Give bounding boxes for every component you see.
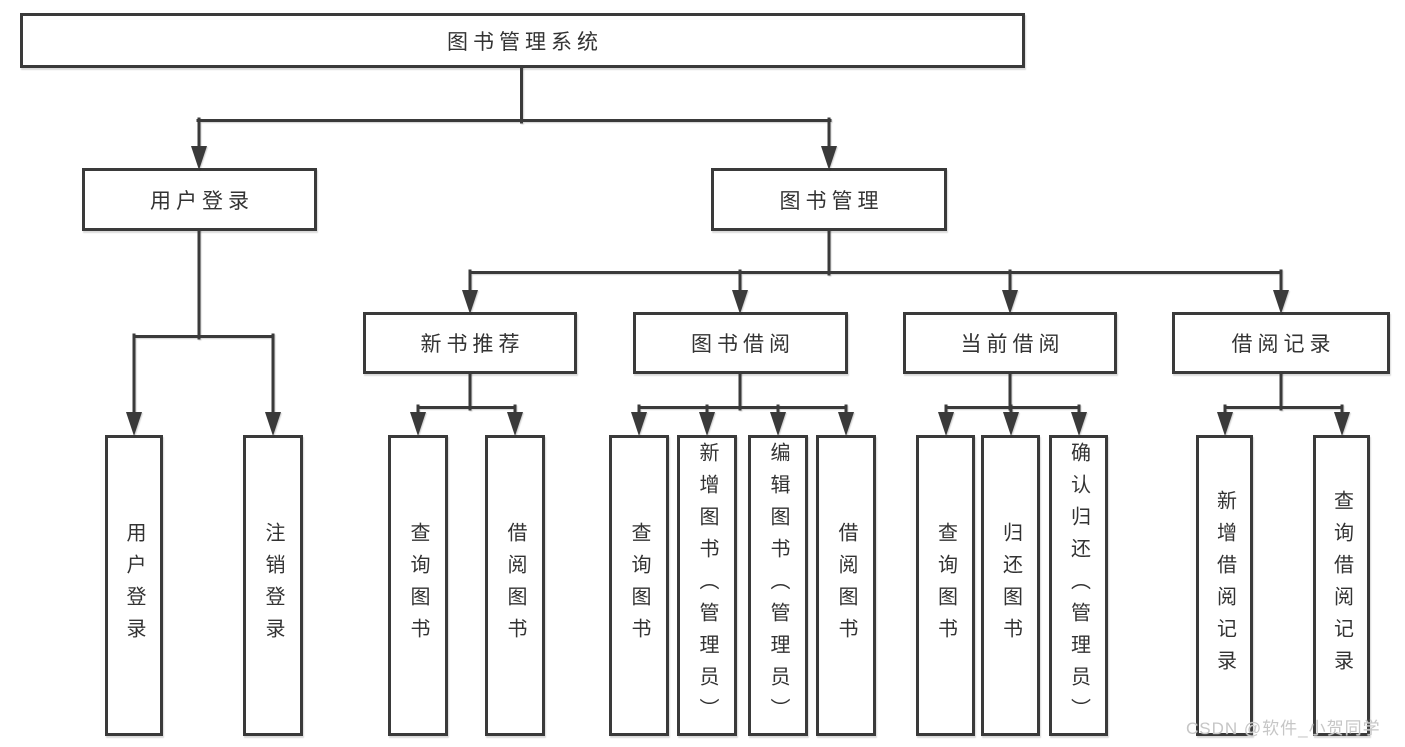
leaf-return-books: 归还图书 xyxy=(981,435,1040,736)
watermark-text: CSDN @软件_小贺同学 xyxy=(1186,719,1381,738)
leaf-query-books-current: 查询图书 xyxy=(916,435,975,736)
leaf-borrow-books-recommend: 借阅图书 xyxy=(485,435,545,736)
node-user-login: 用户登录 xyxy=(82,168,317,231)
leaf-edit-book-admin: 编辑图书（管理员） xyxy=(748,435,808,736)
leaf-add-book-admin: 新增图书（管理员） xyxy=(677,435,737,736)
node-book-management: 图书管理 xyxy=(711,168,947,231)
leaf-query-borrow-record: 查询借阅记录 xyxy=(1313,435,1370,736)
leaf-add-borrow-record: 新增借阅记录 xyxy=(1196,435,1253,736)
node-current-borrowing: 当前借阅 xyxy=(903,312,1117,374)
node-library-management-system: 图书管理系统 xyxy=(20,13,1025,68)
leaf-logout: 注销登录 xyxy=(243,435,303,736)
leaf-user-login: 用户登录 xyxy=(105,435,163,736)
leaf-query-books-recommend: 查询图书 xyxy=(388,435,448,736)
leaf-confirm-return-admin: 确认归还（管理员） xyxy=(1049,435,1108,736)
node-book-borrowing: 图书借阅 xyxy=(633,312,848,374)
leaf-query-books-borrowing: 查询图书 xyxy=(609,435,669,736)
node-new-book-recommendation: 新书推荐 xyxy=(363,312,577,374)
node-borrowing-records: 借阅记录 xyxy=(1172,312,1390,374)
leaf-borrow-books-borrowing: 借阅图书 xyxy=(816,435,876,736)
